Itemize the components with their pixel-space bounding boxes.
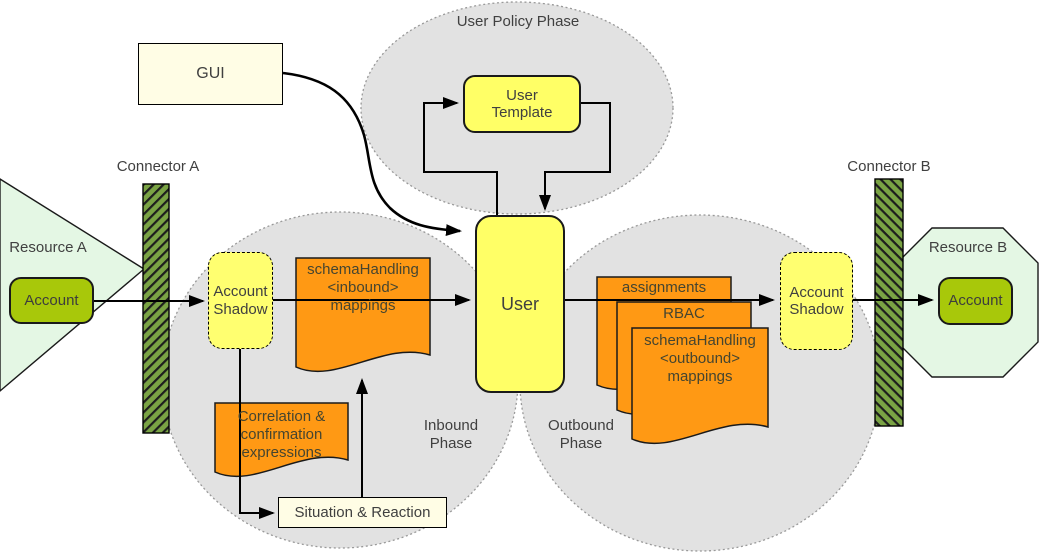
outbound-mappings-document: [631, 327, 769, 445]
situation-reaction-node: Situation & Reaction: [278, 497, 447, 528]
correlation-document: [214, 402, 349, 478]
connector-a-bar: [142, 183, 170, 434]
account-shadow-b-label: Account Shadow: [789, 283, 844, 318]
user-policy-phase-label: User Policy Phase: [456, 13, 580, 30]
account-a-node: Account: [9, 277, 94, 324]
situation-reaction-label: Situation & Reaction: [294, 503, 431, 521]
inbound-mappings-label: schemaHandling <inbound> mappings: [307, 261, 419, 314]
rbac-label: RBAC: [663, 305, 705, 322]
account-a-label: Account: [24, 291, 79, 309]
arrow-user-to-template-loop: [423, 97, 498, 215]
user-template-node: User Template: [463, 75, 581, 133]
correlation-label: Correlation & confirmation expressions: [237, 408, 326, 461]
outbound-phase-label: Outbound Phase: [548, 417, 614, 452]
gui-label: GUI: [196, 64, 225, 82]
connector-b-bar: [874, 178, 904, 427]
arrow-shadow-to-situation: [239, 349, 275, 519]
arrow-template-to-user-loop: [539, 102, 611, 211]
user-label: User: [500, 293, 539, 314]
user-node: User: [475, 215, 565, 393]
connector-b-label: Connector B: [847, 158, 931, 175]
inbound-mappings-document: [295, 257, 431, 373]
account-b-label: Account: [948, 292, 1003, 310]
inbound-phase-label: Inbound Phase: [423, 417, 479, 452]
resource-b-label: Resource B: [928, 239, 1008, 256]
outbound-mappings-label: schemaHandling <outbound> mappings: [644, 332, 756, 385]
arrow-gui-to-user: [282, 71, 462, 237]
assignments-label: assignments: [621, 279, 707, 296]
user-template-label: User Template: [491, 86, 553, 121]
resource-a-label: Resource A: [9, 239, 87, 256]
account-shadow-a-label: Account Shadow: [213, 283, 268, 318]
account-shadow-a-node: Account Shadow: [208, 252, 273, 349]
account-b-node: Account: [938, 277, 1013, 325]
account-shadow-b-node: Account Shadow: [780, 252, 853, 350]
gui-node: GUI: [138, 43, 283, 105]
connector-a-label: Connector A: [116, 158, 200, 175]
